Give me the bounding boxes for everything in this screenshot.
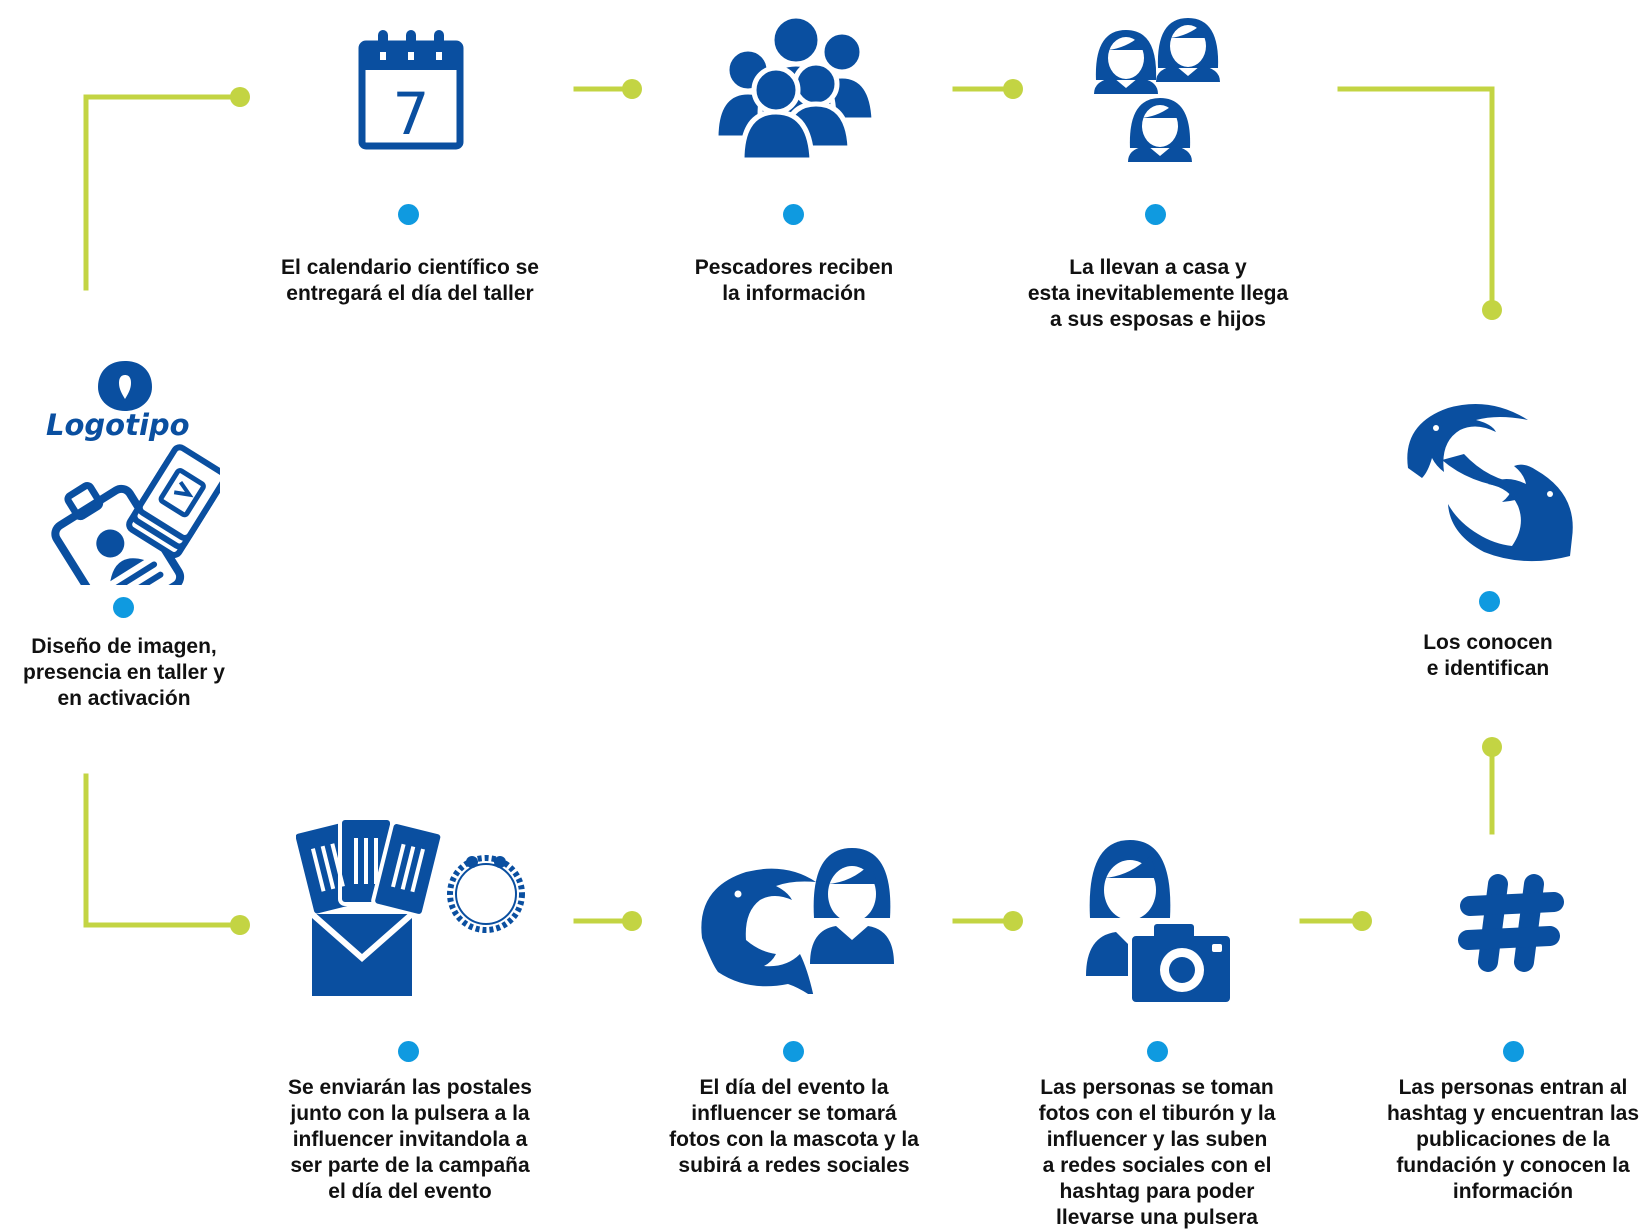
connector-node (1003, 911, 1023, 931)
calendar-day-number: 7 (393, 80, 430, 148)
connector-node (1482, 300, 1502, 320)
step-dot (1503, 1041, 1524, 1062)
logo-wordmark: Logotipo (46, 408, 190, 442)
group-people-icon (713, 13, 877, 163)
connector-node (1482, 737, 1502, 757)
shark-woman-icon (701, 848, 894, 994)
step-dot (1479, 591, 1500, 612)
connector-node (230, 87, 250, 107)
woman-camera-icon (1086, 840, 1234, 1006)
connector-node (1352, 911, 1372, 931)
step-dot (398, 204, 419, 225)
hashtag-icon (1458, 874, 1564, 972)
connector-node (622, 79, 642, 99)
step-dot (783, 1041, 804, 1062)
women-family-icon (1094, 18, 1220, 162)
step-dot (1145, 204, 1166, 225)
postcards-bracelet-icon (296, 816, 525, 996)
connector-node (1003, 79, 1023, 99)
calendar-icon: 7 (358, 30, 464, 150)
sharks-icon (1407, 404, 1573, 562)
step-dot (113, 597, 134, 618)
step-dot (1147, 1041, 1168, 1062)
connector-postcards-to-design (83, 773, 243, 928)
logo-badge-cards-icon (51, 361, 220, 585)
connector-families-to-sharks (1337, 86, 1495, 313)
step-dot (398, 1041, 419, 1062)
connector-design-to-calendar (83, 94, 243, 291)
connector-node (622, 911, 642, 931)
connector-node (230, 915, 250, 935)
step-dot (783, 204, 804, 225)
